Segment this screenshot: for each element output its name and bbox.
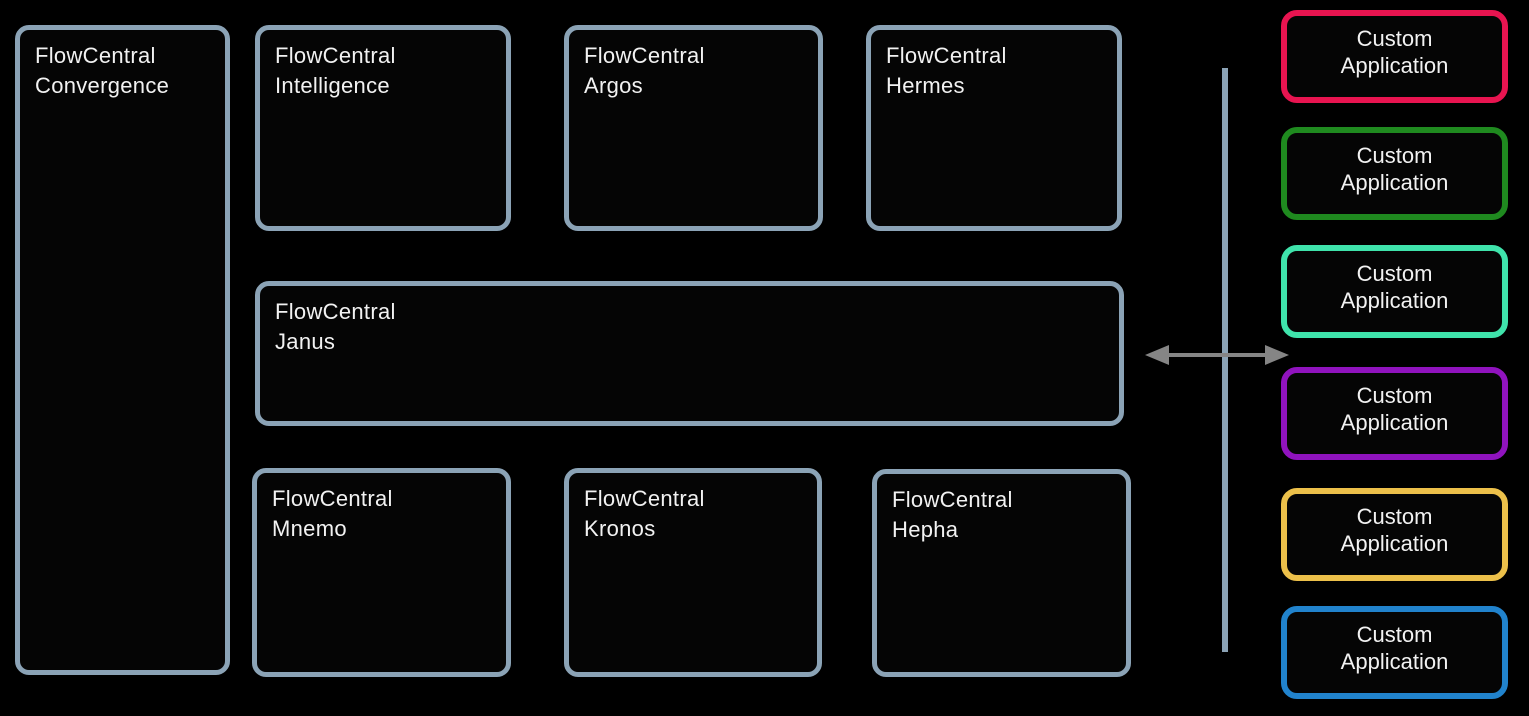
module-box-kronos: FlowCentral Kronos <box>564 468 822 677</box>
module-box-intelligence: FlowCentral Intelligence <box>255 25 511 231</box>
custom-application-box-1: Custom Application <box>1281 10 1508 103</box>
custom-application-box-5: Custom Application <box>1281 488 1508 581</box>
module-box-mnemo: FlowCentral Mnemo <box>252 468 511 677</box>
module-label-convergence: FlowCentral Convergence <box>35 43 170 98</box>
vertical-divider-line <box>1222 68 1228 652</box>
module-label-janus: FlowCentral Janus <box>275 299 396 354</box>
module-box-janus: FlowCentral Janus <box>255 281 1124 426</box>
custom-application-box-2: Custom Application <box>1281 127 1508 220</box>
module-label-argos: FlowCentral Argos <box>584 43 705 98</box>
custom-application-label: Custom Application <box>1340 142 1449 195</box>
custom-application-label: Custom Application <box>1340 382 1449 435</box>
custom-application-label: Custom Application <box>1340 503 1449 556</box>
module-label-mnemo: FlowCentral Mnemo <box>272 486 393 541</box>
module-label-intelligence: FlowCentral Intelligence <box>275 43 396 98</box>
module-box-convergence: FlowCentral Convergence <box>15 25 230 675</box>
module-label-hepha: FlowCentral Hepha <box>892 487 1013 542</box>
custom-application-label: Custom Application <box>1340 621 1449 674</box>
module-label-kronos: FlowCentral Kronos <box>584 486 705 541</box>
bidirectional-arrow-icon <box>1145 345 1289 365</box>
module-label-hermes: FlowCentral Hermes <box>886 43 1007 98</box>
custom-application-box-3: Custom Application <box>1281 245 1508 338</box>
custom-application-label: Custom Application <box>1340 260 1449 313</box>
module-box-hepha: FlowCentral Hepha <box>872 469 1131 677</box>
module-box-argos: FlowCentral Argos <box>564 25 823 231</box>
module-box-hermes: FlowCentral Hermes <box>866 25 1122 231</box>
custom-application-box-6: Custom Application <box>1281 606 1508 699</box>
custom-application-label: Custom Application <box>1340 25 1449 78</box>
custom-application-box-4: Custom Application <box>1281 367 1508 460</box>
